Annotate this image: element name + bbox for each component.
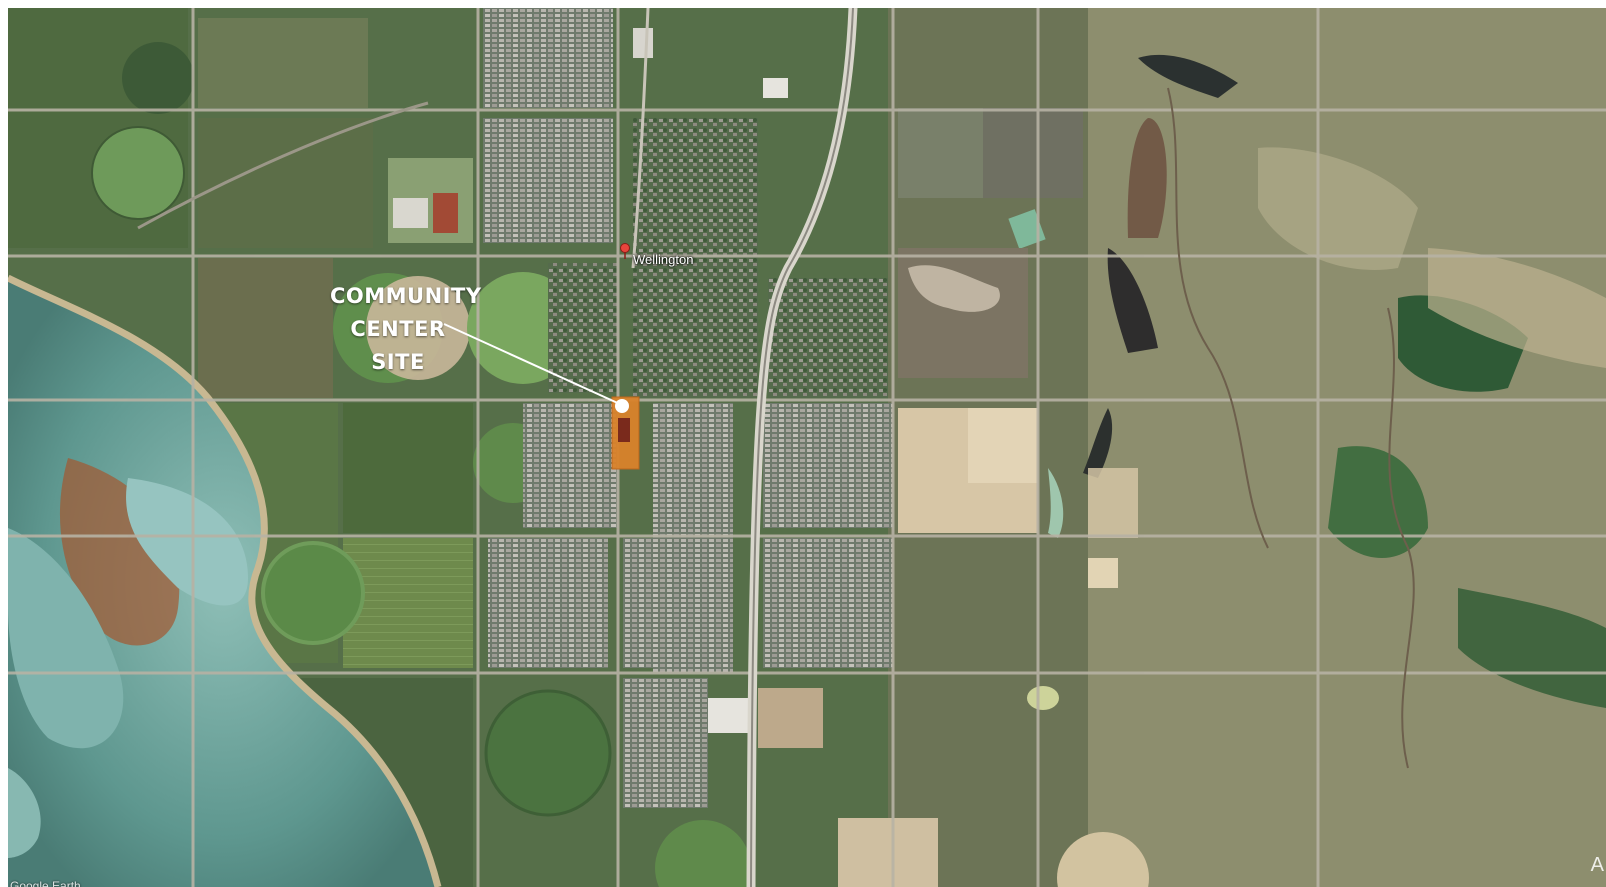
callout-line-3: SITE [371, 350, 425, 374]
town-place-label[interactable]: Wellington [633, 252, 694, 267]
aerial-imagery [8, 8, 1606, 887]
callout-line-1: COMMUNITY [330, 284, 482, 308]
callout-line-2: CENTER [350, 317, 446, 341]
map-attribution: Google Earth [10, 879, 81, 887]
edge-glyph: A [1590, 854, 1604, 876]
community-center-site-label: COMMUNITY CENTER SITE [330, 280, 482, 379]
satellite-map[interactable]: COMMUNITY CENTER SITE Wellington Google … [8, 8, 1606, 887]
